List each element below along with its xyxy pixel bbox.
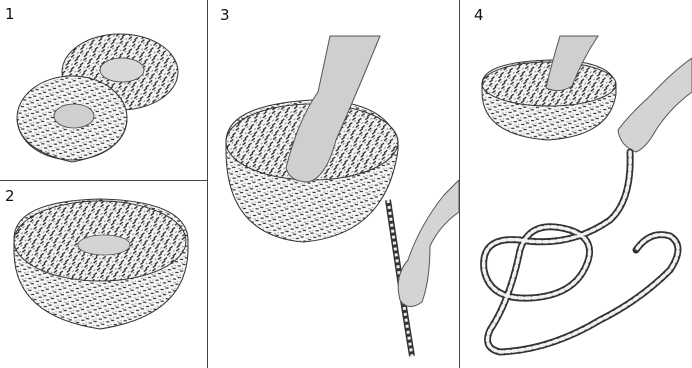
panel-2: 2 <box>0 181 207 368</box>
rope-coil-figure-eight-illustration <box>0 0 207 180</box>
step-number-3: 3 <box>220 6 230 24</box>
step-number-2: 2 <box>5 187 15 205</box>
step-number-1: 1 <box>5 5 15 23</box>
hand-inside-coil-illustration <box>208 0 459 368</box>
panel-1: 1 <box>0 0 207 180</box>
panel-4: 4 <box>460 0 692 368</box>
panel-3: 3 <box>208 0 459 368</box>
uncoiling-rope-illustration <box>460 0 692 368</box>
rope-coil-flat-illustration <box>0 181 207 368</box>
step-number-4: 4 <box>474 6 484 24</box>
